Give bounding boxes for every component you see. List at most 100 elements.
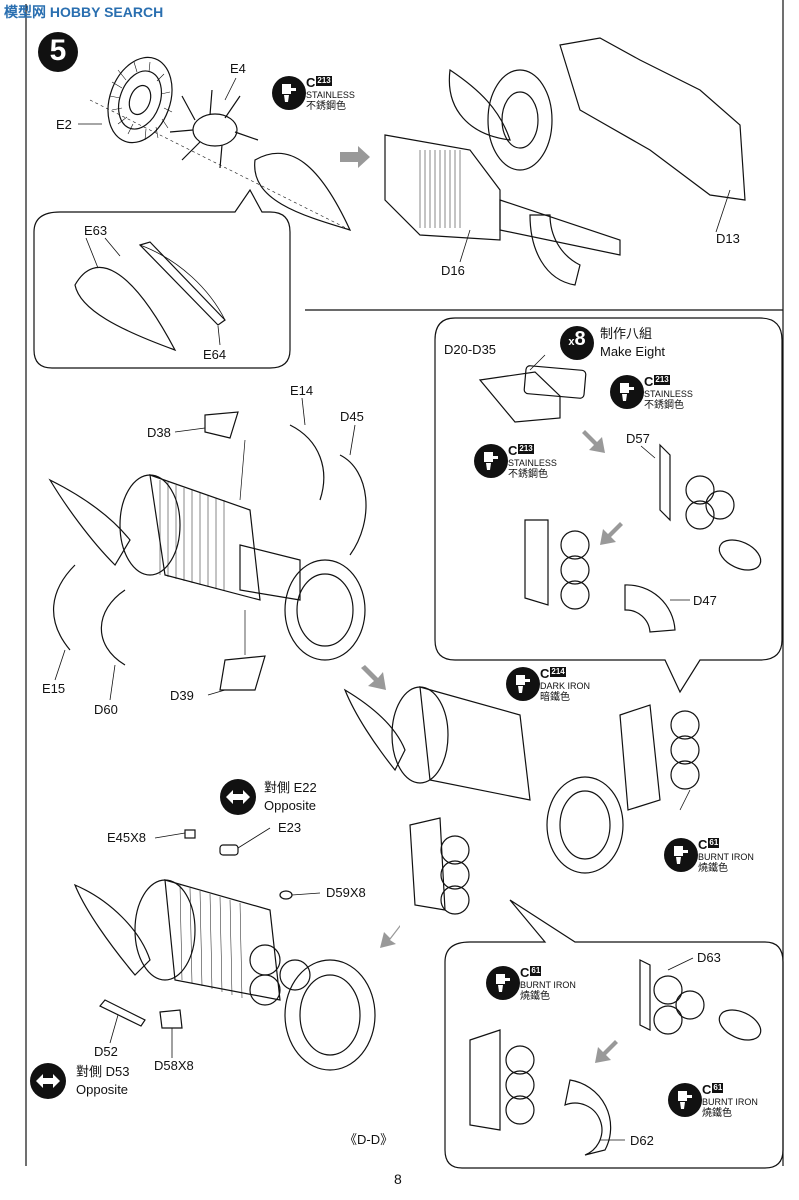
part-label-e2: E2 — [56, 117, 72, 132]
paint-code: C — [508, 443, 518, 458]
part-label-d59x8: D59X8 — [326, 885, 366, 900]
part-label-e63: E63 — [84, 223, 108, 238]
opposite-part: D53 — [105, 1064, 130, 1079]
engine-casing-top — [384, 37, 746, 286]
part-label-e15: E15 — [42, 681, 66, 696]
hub-e4 — [169, 89, 259, 169]
part-label-d20-d35: D20-D35 — [444, 342, 497, 357]
paint-name-zh: 暗鐵色 — [540, 692, 570, 703]
part-label-d57: D57 — [626, 431, 650, 446]
opposite-note-d53-zh: 對側 D53 — [76, 1065, 130, 1079]
paint-number: 61 — [530, 966, 542, 976]
opposite-zh: 對側 — [264, 780, 291, 795]
make-eight-number: 8 — [574, 328, 586, 350]
paint-number: 61 — [708, 838, 720, 848]
paint-number: 214 — [550, 667, 566, 677]
flow-arrow-3 — [380, 925, 400, 948]
flow-arrow-5 — [595, 1040, 618, 1063]
burner-cans-final — [469, 959, 762, 1156]
opposite-note-e22-zh: 對側 E22 — [264, 781, 317, 795]
step-badge — [38, 32, 78, 72]
paint-code: C — [520, 965, 530, 980]
opposite-zh: 對側 — [76, 1064, 103, 1079]
engine-assembly-middle — [48, 411, 367, 691]
paint-code: C — [306, 75, 316, 90]
paint-name: BURNT IRON — [702, 1097, 758, 1107]
paint-name-zh: 燒鐵色 — [698, 863, 728, 874]
paint-name: STAINLESS — [508, 458, 557, 468]
paint-brush-icon — [668, 1083, 702, 1117]
nose-cone — [254, 152, 352, 231]
flow-arrow-2 — [361, 665, 386, 690]
make-eight-en: Make Eight — [600, 344, 666, 359]
watermark: 模型网 HOBBY SEARCH — [4, 4, 164, 20]
paint-name: STAINLESS — [306, 90, 355, 100]
paint-number: 213 — [654, 375, 670, 385]
paint-name-zh: 不銹鋼色 — [508, 469, 548, 480]
flow-arrow-4 — [582, 430, 605, 453]
opposite-note-e22-en: Opposite — [264, 798, 317, 813]
cone-e63 — [74, 266, 177, 352]
paint-name-zh: 燒鐵色 — [520, 991, 550, 1002]
make-eight-zh: 制作八組 — [600, 326, 653, 341]
paint-name: STAINLESS — [644, 389, 693, 399]
part-label-e4: E4 — [230, 61, 246, 76]
paint-code: C — [540, 666, 550, 681]
page-number: 8 — [394, 1171, 402, 1187]
part-label-d52: D52 — [94, 1044, 118, 1059]
paint-number: 213 — [316, 76, 332, 86]
paint-number: 61 — [712, 1083, 724, 1093]
part-label-d62: D62 — [630, 1133, 654, 1148]
paint-name-zh: 不銹鋼色 — [306, 101, 346, 112]
opposite-side-icon — [30, 1063, 66, 1099]
paint-name: BURNT IRON — [698, 852, 754, 862]
detail-bubble-top — [33, 188, 291, 369]
part-label-e23: E23 — [278, 820, 302, 835]
flow-arrow-6 — [600, 522, 623, 545]
engine-assembly-right — [343, 686, 700, 915]
opposite-part: E22 — [293, 780, 317, 795]
paint-code: C — [702, 1082, 712, 1097]
paint-code: C — [698, 837, 708, 852]
burner-cans-subassembly — [478, 365, 762, 633]
paint-brush-icon — [486, 966, 520, 1000]
make-eight-badge — [560, 326, 594, 360]
paint-brush-icon — [506, 667, 540, 701]
part-label-d63: D63 — [697, 950, 721, 965]
paint-code: C — [644, 374, 654, 389]
paint-brush-icon — [610, 375, 644, 409]
make-eight-bubble — [434, 317, 783, 694]
make-eight-count: x8 — [560, 329, 594, 349]
part-label-d39: D39 — [170, 688, 194, 703]
paint-name-zh: 不銹鋼色 — [644, 400, 684, 411]
paint-brush-icon — [272, 76, 306, 110]
opposite-note-d53-en: Opposite — [76, 1082, 129, 1097]
leader-lines — [54, 77, 731, 1141]
paint-brush-icon — [664, 838, 698, 872]
part-label-e14: E14 — [290, 383, 314, 398]
paint-name: DARK IRON — [540, 681, 591, 691]
part-label-e45x8: E45X8 — [107, 830, 147, 845]
flow-arrows — [340, 146, 623, 1063]
part-label-d58x8: D58X8 — [154, 1058, 194, 1073]
paint-brush-icon — [474, 444, 508, 478]
part-label-d38: D38 — [147, 425, 171, 440]
part-label-e64: E64 — [203, 347, 227, 362]
part-label-d16: D16 — [441, 263, 465, 278]
step-number: 5 — [49, 34, 67, 67]
paint-name-zh: 燒鐵色 — [702, 1108, 732, 1119]
opposite-side-icon — [220, 779, 256, 815]
part-label-d47: D47 — [693, 593, 717, 608]
part-label-d45: D45 — [340, 409, 364, 424]
paint-number: 213 — [518, 444, 534, 454]
paint-name: BURNT IRON — [520, 980, 576, 990]
engine-assembly-bottom — [73, 829, 376, 1071]
part-label-d60: D60 — [94, 702, 118, 717]
flow-arrow-1 — [340, 146, 370, 168]
variant-label: 《D-D》 — [344, 1132, 394, 1147]
detail-bubble-bottom — [444, 899, 784, 1169]
fan-disc-e2 — [107, 56, 173, 144]
make-eight-prefix: x — [568, 336, 575, 348]
part-label-d13: D13 — [716, 231, 740, 246]
